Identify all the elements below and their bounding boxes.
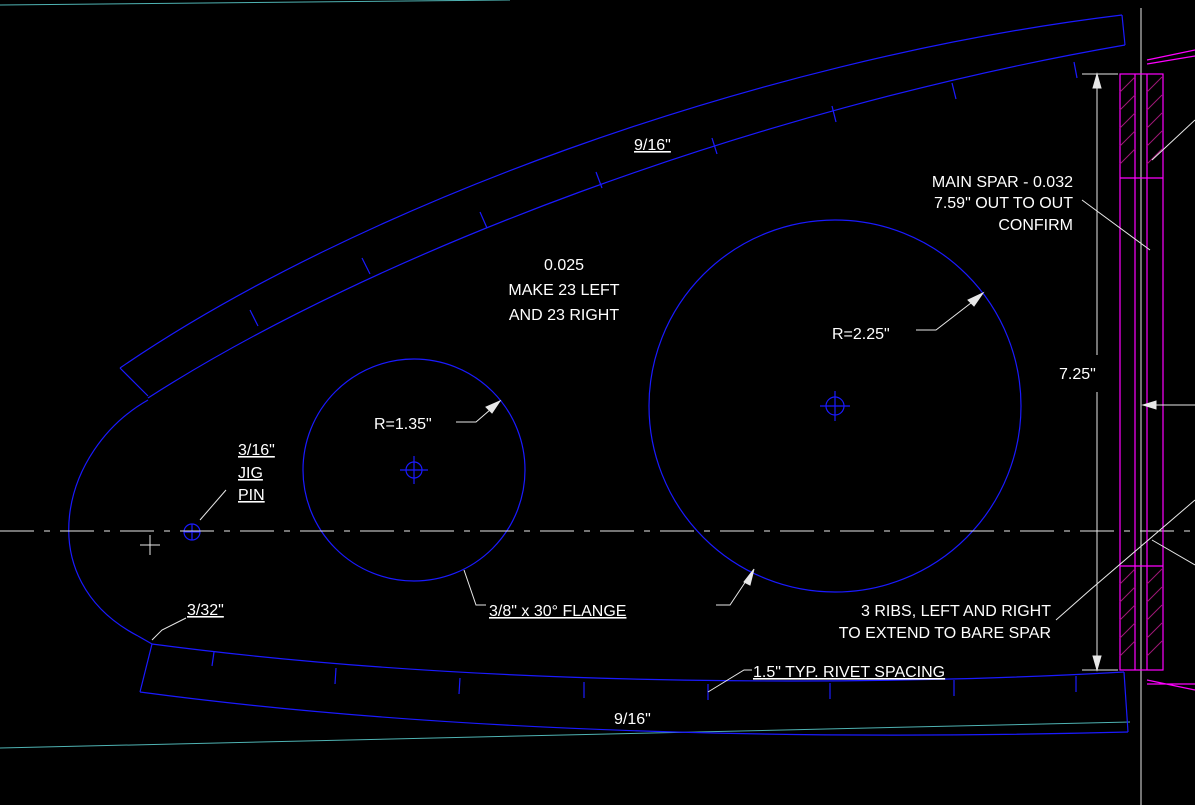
center-mark-large xyxy=(820,391,850,421)
lightening-hole-large xyxy=(648,219,1022,593)
spar-height-label: 7.25" xyxy=(1059,366,1096,383)
bottom-flange-inner xyxy=(151,643,1125,682)
top-flange-width-label: 9/16" xyxy=(634,137,671,154)
radius-large-label: R=2.25" xyxy=(832,326,890,343)
reference-line-bottom xyxy=(0,721,1131,749)
bottom-flange-width-label: 9/16" xyxy=(614,711,651,728)
spar-note-line3: CONFIRM xyxy=(998,217,1073,234)
rivet-spacing-label: 1.5" TYP. RIVET SPACING xyxy=(753,664,945,681)
spar-note-line2: 7.59" OUT TO OUT xyxy=(934,195,1073,212)
main-spar xyxy=(1119,8,1195,805)
top-flange-end xyxy=(119,14,1126,397)
radius-small-label: R=1.35" xyxy=(374,416,432,433)
leaders xyxy=(151,119,1195,693)
material-note: 0.025 xyxy=(544,257,584,274)
quantity-note-line2: AND 23 RIGHT xyxy=(509,307,619,324)
bottom-flange-outer xyxy=(139,691,1129,736)
rivet-ticks xyxy=(211,61,1078,700)
top-flange-inner xyxy=(147,44,1126,399)
bottom-notch xyxy=(137,635,153,645)
flange-label: 3/8" x 30° FLANGE xyxy=(489,603,626,620)
jig-pin-label-line2: JIG xyxy=(238,465,263,482)
datum-cross xyxy=(140,535,160,555)
nose-outline xyxy=(68,399,149,637)
center-mark-small xyxy=(400,456,428,484)
jig-pin-label-line3: PIN xyxy=(238,487,265,504)
nose-notch-label: 3/32" xyxy=(187,602,224,619)
jig-pin-label-line1: 3/16" xyxy=(238,442,275,459)
lightening-hole-small xyxy=(302,358,526,582)
bottom-flange-end xyxy=(139,643,1129,733)
spar-height-dimension xyxy=(1082,72,1118,672)
quantity-note-line1: MAKE 23 LEFT xyxy=(508,282,619,299)
spar-note-line1: MAIN SPAR - 0.032 xyxy=(932,174,1073,191)
ribs-note-line1: 3 RIBS, LEFT AND RIGHT xyxy=(861,603,1051,620)
reference-line-top xyxy=(0,0,511,6)
ribs-note-line2: TO EXTEND TO BARE SPAR xyxy=(839,625,1051,642)
top-flange-outer xyxy=(119,14,1123,369)
rib-outline xyxy=(68,14,1129,736)
jig-pin-mark xyxy=(183,523,201,541)
